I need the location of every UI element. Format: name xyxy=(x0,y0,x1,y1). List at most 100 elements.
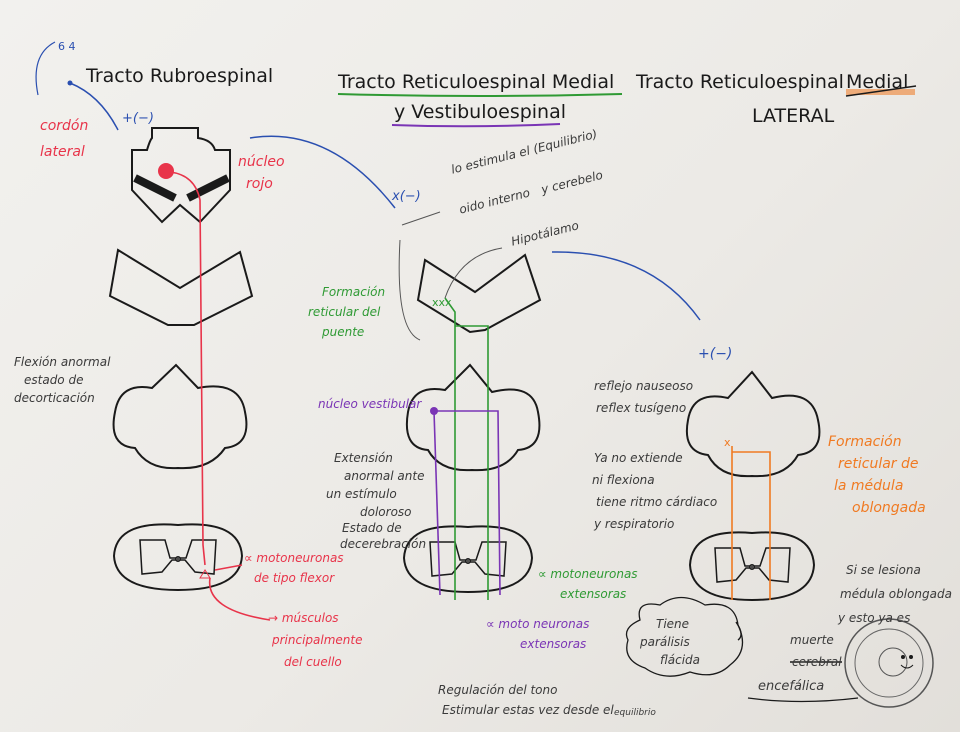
medial-strike xyxy=(845,85,917,97)
blue-arrow-left-top xyxy=(69,82,119,131)
label-musculos-3: del cuello xyxy=(284,655,342,669)
label-formacion-oblongada-4: oblongada xyxy=(852,500,926,516)
label-lateral: lateral xyxy=(40,144,85,160)
red-nucleus-dot xyxy=(158,163,174,179)
label-formacion-oblongada-3: la médula xyxy=(834,478,904,494)
green-xx-marks: xxx xyxy=(432,296,452,309)
label-extension-3: un estímulo xyxy=(326,487,397,501)
label-regulacion-1: Regulación del tono xyxy=(438,683,558,697)
seal-smiley-mouth xyxy=(900,664,914,669)
label-regulacion-2: Estimular estas vez desde el xyxy=(442,703,614,717)
gray-guide-3 xyxy=(444,247,503,299)
middle-pons xyxy=(416,253,542,334)
left-midbrain-band-1 xyxy=(133,174,177,202)
label-si-lesiona-3: y esto ya es xyxy=(838,611,911,625)
middle-spinal-cord xyxy=(402,525,534,594)
left-medulla xyxy=(112,363,248,470)
label-formacion-puente-3: puente xyxy=(322,325,365,339)
seal-smiley-eye-1 xyxy=(901,655,905,659)
seal-smiley-eye-2 xyxy=(909,655,913,659)
left-spinal-gray-matter xyxy=(139,539,217,575)
seal-stamp-inner xyxy=(854,628,924,698)
label-alpha-extensoras-2: extensoras xyxy=(560,587,627,601)
left-midbrain-band-2 xyxy=(186,174,230,202)
label-cordon: cordón xyxy=(40,118,89,134)
title-underline-green-1 xyxy=(337,93,623,97)
label-ya-1: Ya no extiende xyxy=(594,451,683,465)
left-sign: +(−) xyxy=(122,111,154,126)
label-reflejo-1: reflejo nauseoso xyxy=(594,379,694,393)
label-nucleo-vestibular: núcleo vestibular xyxy=(318,397,422,411)
label-extension-5: Estado de xyxy=(342,521,402,535)
label-reflejo-2: reflex tusígeno xyxy=(596,401,687,415)
label-flexion-3: decorticación xyxy=(14,391,95,405)
red-arrow-alpha xyxy=(214,564,243,571)
label-formacion-oblongada-2: reticular de xyxy=(838,456,919,472)
blue-arrow-rubro-to-medial xyxy=(249,135,396,209)
title-lateral: LATERAL xyxy=(752,105,835,127)
rubrospinal-line xyxy=(169,171,206,566)
middle-sign: x(−) xyxy=(392,189,421,204)
label-formacion-oblongada-1: Formación xyxy=(828,434,902,450)
middle-spinal-gray-matter xyxy=(429,541,507,577)
green-tract-right xyxy=(455,325,489,600)
rubrospinal-end xyxy=(199,569,211,579)
label-tiene-1: Tiene xyxy=(656,617,690,631)
label-flexion-2: estado de xyxy=(24,373,84,387)
title-medial-struck: Medial xyxy=(846,71,909,93)
label-cerebral-struck: cerebral xyxy=(792,655,842,669)
head-doodle-numbers: 6 4 xyxy=(58,40,76,53)
green-tract-left xyxy=(444,297,456,600)
label-alpha-flexor-2: de tipo flexor xyxy=(254,571,335,585)
left-pons xyxy=(108,248,254,326)
label-alpha-moto-1: ∝ moto neuronas xyxy=(486,617,590,631)
purple-tract-left xyxy=(433,410,441,596)
label-si-lesiona-1: Si se lesiona xyxy=(846,563,921,577)
orange-tract-right xyxy=(732,451,771,600)
label-ya-3: tiene ritmo cárdiaco xyxy=(596,495,718,509)
right-central-canal xyxy=(749,564,755,570)
label-regulacion-3: equilibrio xyxy=(614,708,656,718)
label-musculos-2: principalmente xyxy=(272,633,363,647)
label-si-lesiona-2: médula oblongada xyxy=(840,587,952,601)
left-midbrain xyxy=(131,127,231,224)
title-rubroespinal: Tracto Rubroespinal xyxy=(86,65,274,87)
title-vestibuloespinal: y Vestibuloespinal xyxy=(394,101,567,123)
right-sign: +(−) xyxy=(698,346,733,362)
middle-medulla xyxy=(406,363,541,472)
label-ya-4: y respiratorio xyxy=(594,517,675,531)
label-formacion-puente-1: Formación xyxy=(322,285,386,299)
left-spinal-cord xyxy=(112,523,244,592)
blue-arrow-medial-to-lateral xyxy=(551,251,701,321)
right-spinal-cord xyxy=(688,531,816,602)
gray-guide-1 xyxy=(398,239,421,341)
label-flexion-1: Flexión anormal xyxy=(14,355,111,369)
encefalica-underline xyxy=(747,697,859,703)
seal-stamp-figure xyxy=(878,647,908,677)
label-ya-2: ni flexiona xyxy=(592,473,655,487)
title-reticuloespinal-lateral: Tracto Reticuloespinal xyxy=(636,71,844,93)
title-reticuloespinal-medial: Tracto Reticuloespinal Medial xyxy=(338,71,615,93)
label-extension-1: Extensión xyxy=(334,451,393,465)
head-doodle xyxy=(35,41,56,96)
label-muerte: muerte xyxy=(790,633,834,647)
label-extension-2: anormal ante xyxy=(344,469,425,483)
label-nucleo-rojo-2: rojo xyxy=(246,176,273,192)
label-alpha-extensoras-1: ∝ motoneuronas xyxy=(538,567,638,581)
orange-x-marks: x xyxy=(724,436,731,449)
left-central-canal xyxy=(175,556,181,562)
label-alpha-moto-2: extensoras xyxy=(520,637,587,651)
label-tiene-3: flácida xyxy=(660,653,701,667)
title-underline-purple xyxy=(391,123,561,128)
label-tiene-2: parálisis xyxy=(640,635,690,649)
label-alpha-flexor-1: ∝ motoneuronas xyxy=(244,551,344,565)
tiene-cloud-bubble xyxy=(625,596,744,677)
middle-central-canal xyxy=(465,558,471,564)
right-medulla xyxy=(686,370,821,478)
label-formacion-puente-2: reticular del xyxy=(308,305,381,319)
label-nucleo-rojo-1: núcleo xyxy=(238,154,285,170)
purple-tract-right xyxy=(434,410,501,596)
label-extension-4: doloroso xyxy=(360,505,412,519)
